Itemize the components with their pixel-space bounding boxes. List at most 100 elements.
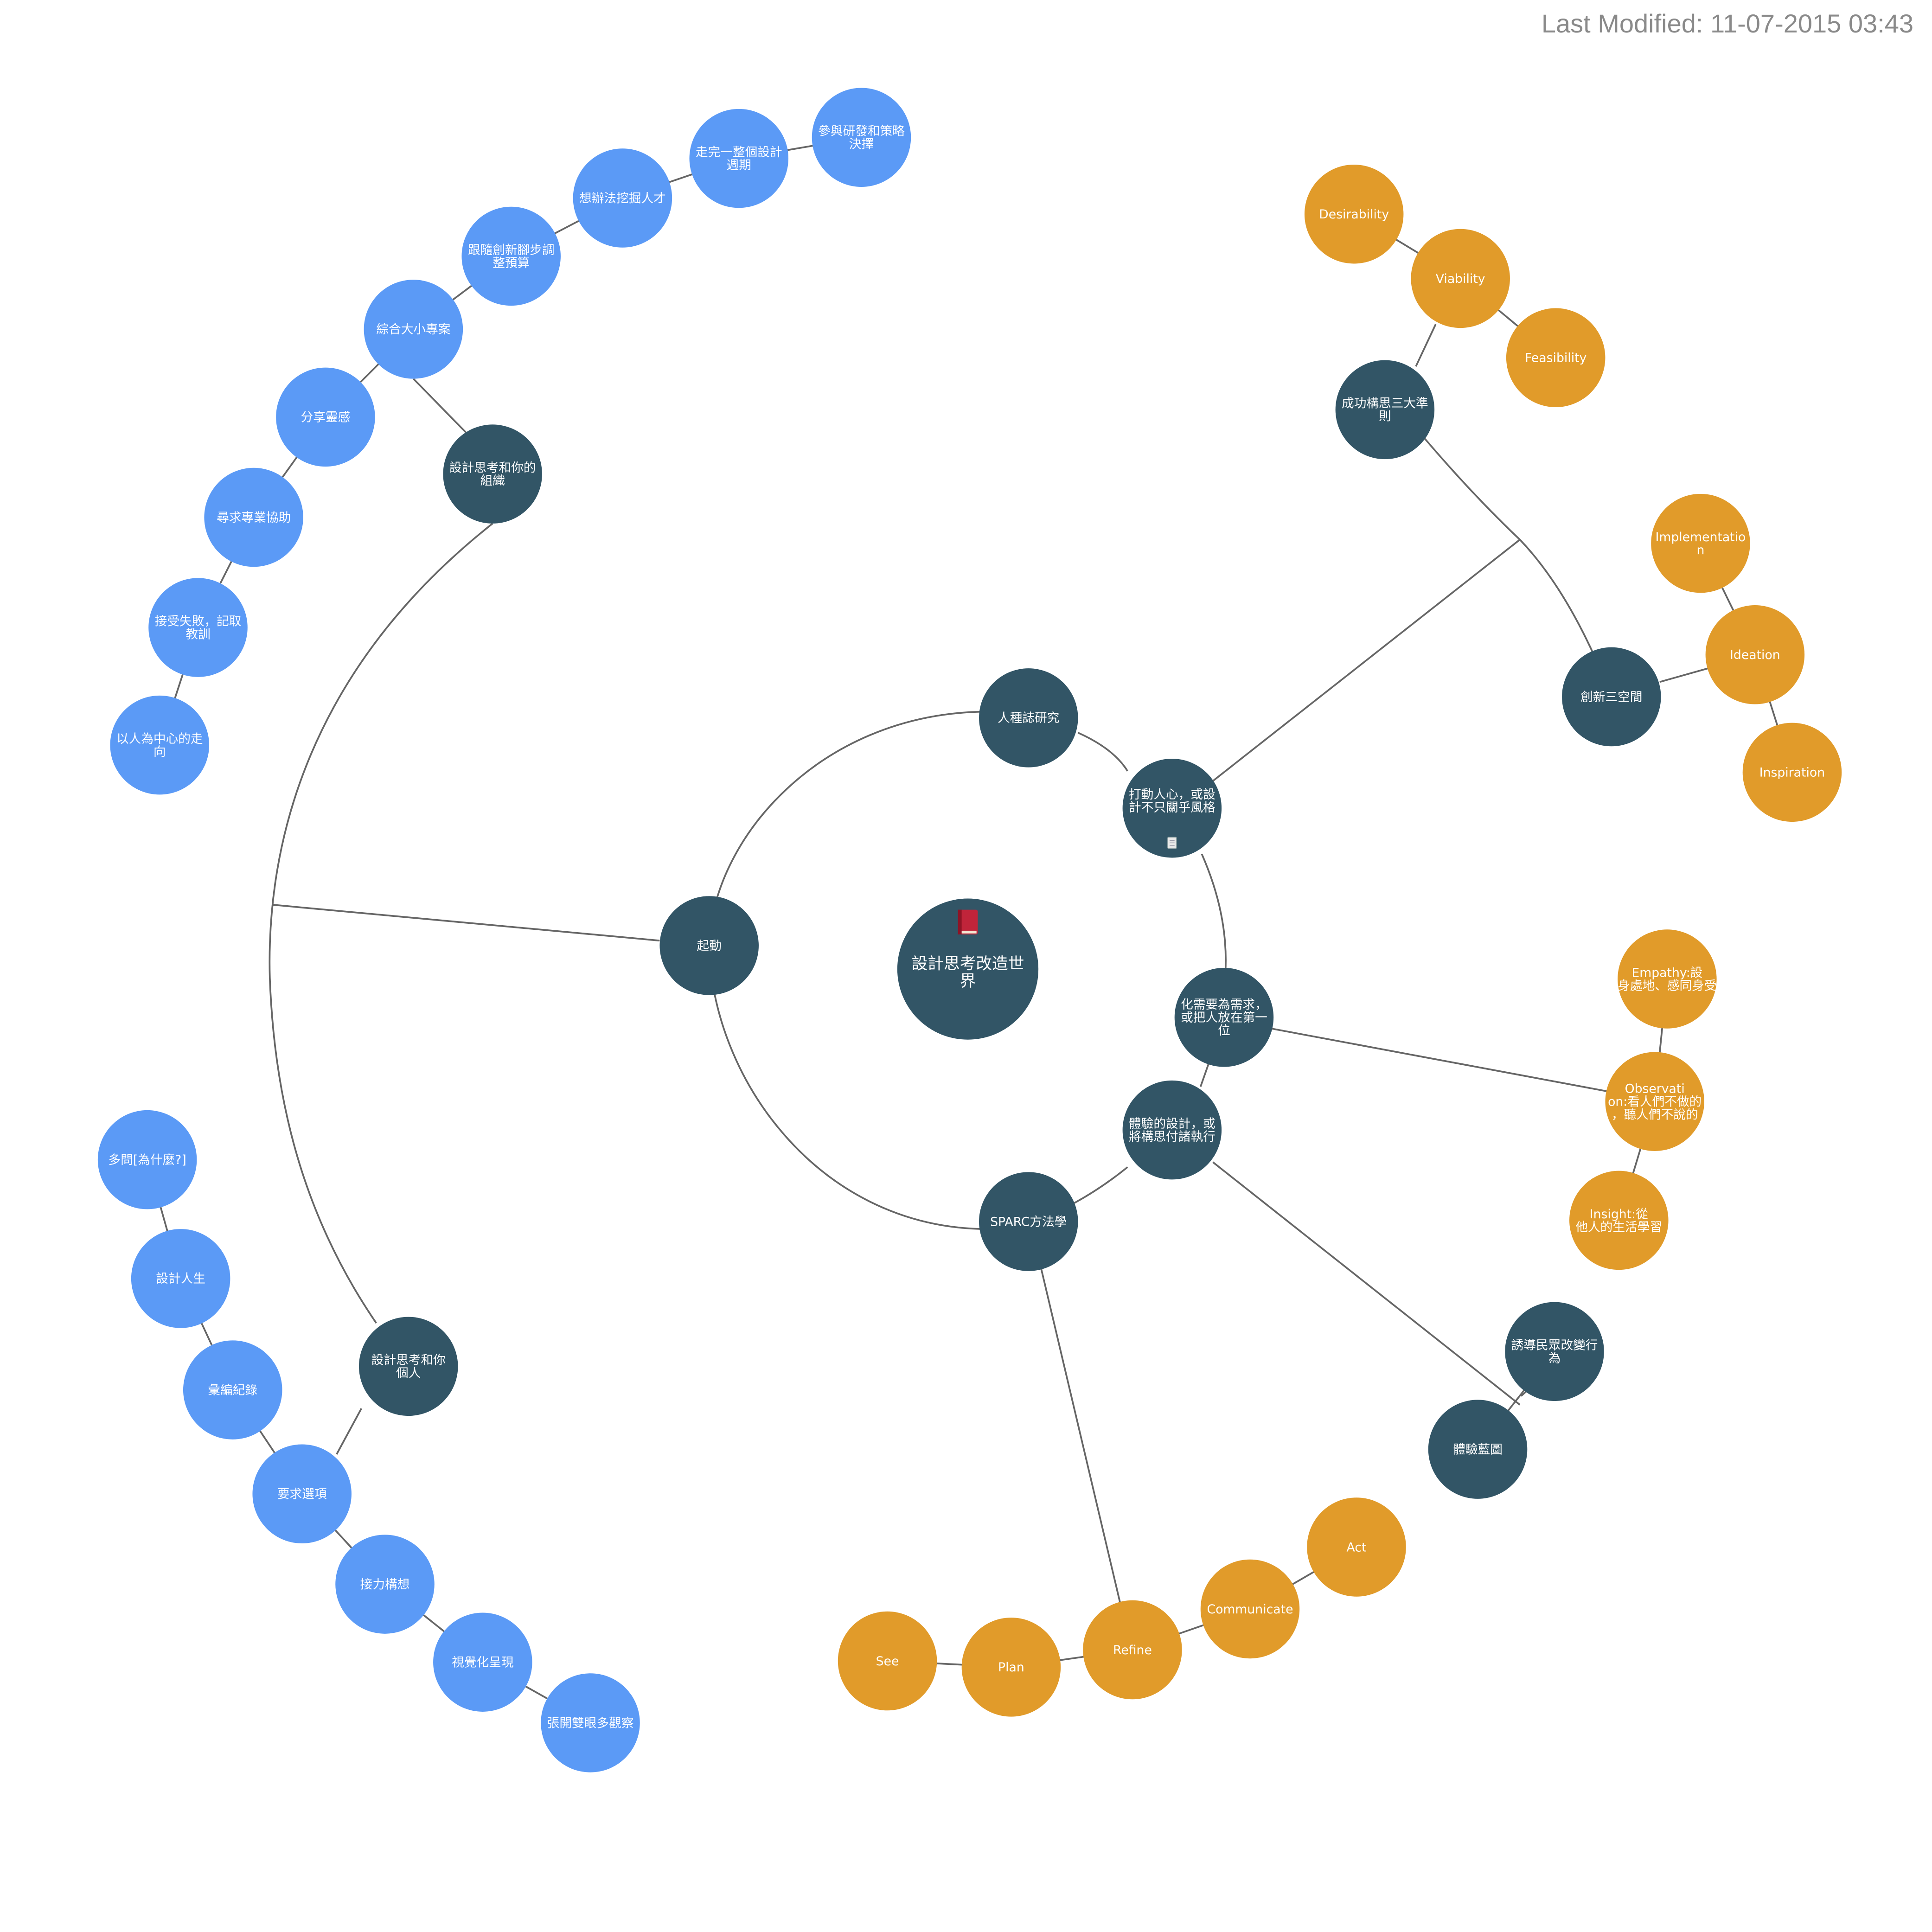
node-label: Communicate [1207, 1602, 1293, 1617]
mind-map-node-o2[interactable]: Viability [1411, 229, 1510, 328]
root-node[interactable]: 設計思考改造世界 [897, 898, 1039, 1040]
mind-map-node-b6[interactable]: 分享靈感 [276, 367, 375, 467]
mind-map-node-o12[interactable]: Refine [1083, 1600, 1182, 1700]
mind-map-node-b7[interactable]: 尋求專業協助 [204, 467, 303, 567]
node-label: 走完一整個設計週期 [696, 145, 782, 173]
node-circle [131, 1229, 230, 1328]
node-label: 設計思考和你的組織 [449, 461, 536, 488]
node-label: Viability [1436, 272, 1485, 286]
mind-map-node-b1[interactable]: 參與研發和策略決擇 [812, 88, 911, 187]
node-circle [276, 367, 375, 467]
mind-map-node-b8[interactable]: 接受失敗，記取教訓 [148, 578, 248, 677]
node-circle [573, 148, 672, 248]
node-label: 設計人生 [156, 1272, 205, 1286]
connector-line [1074, 1166, 1128, 1204]
mind-map-node-r2[interactable]: 打動人心，或設計不只關乎風格 [1122, 758, 1222, 858]
mind-map-node-o5[interactable]: Ideation [1705, 605, 1805, 704]
node-label: 多問[為什麼?] [108, 1153, 186, 1167]
mind-map-node-o1[interactable]: Desirability [1304, 164, 1404, 264]
node-circle [1411, 229, 1510, 328]
mind-map-node-r3[interactable]: 化需要為需求，或把人放在第一位 [1174, 968, 1274, 1067]
mind-map-node-d4[interactable]: 設計思考和你個人 [358, 1317, 458, 1416]
mind-map-node-b15[interactable]: 視覺化呈現 [433, 1612, 532, 1712]
node-circle [1562, 647, 1661, 747]
mind-map-node-o3[interactable]: Feasibility [1506, 308, 1606, 408]
node-circle [1122, 758, 1222, 858]
node-label: 化需要為需求，或把人放在第一位 [1181, 998, 1267, 1038]
connector-line [1201, 853, 1227, 974]
node-circle [461, 206, 561, 306]
node-label: Feasibility [1525, 351, 1587, 365]
node-circle [148, 578, 248, 677]
node-circle [1304, 164, 1404, 264]
node-circle [1605, 1052, 1704, 1151]
node-circle [1569, 1171, 1669, 1270]
mind-map-node-d3[interactable]: 設計思考和你的組織 [443, 424, 542, 524]
mind-map-node-r6[interactable]: 起動 [659, 896, 759, 995]
mind-map-node-o9[interactable]: Insight:從他人的生活學習 [1569, 1171, 1669, 1270]
node-circle [204, 467, 303, 567]
connector-line [1415, 324, 1437, 367]
mind-map-node-d1[interactable]: 成功構思三大準則 [1335, 360, 1435, 460]
mind-map-nodes: 人種誌研究打動人心，或設計不只關乎風格化需要為需求，或把人放在第一位體驗的設計，… [97, 88, 1842, 1772]
node-circle [358, 1317, 458, 1416]
mind-map-node-d6[interactable]: 體驗藍圖 [1428, 1400, 1528, 1499]
mind-map-node-b13[interactable]: 要求選項 [252, 1444, 352, 1543]
mind-map-node-r4[interactable]: 體驗的設計，或將構思付諸執行 [1122, 1080, 1222, 1180]
node-label: 設計思考和你個人 [371, 1353, 446, 1381]
node-label: 接受失敗，記取教訓 [155, 614, 242, 641]
node-circle [1307, 1497, 1406, 1597]
connector-line [413, 378, 469, 435]
mind-map-node-o11[interactable]: Communicate [1200, 1559, 1300, 1659]
mind-map-node-b10[interactable]: 多問[為什麼?] [97, 1110, 197, 1209]
mind-map-node-d2[interactable]: 創新三空間 [1562, 647, 1661, 747]
mind-map-node-b16[interactable]: 張開雙眼多觀察 [541, 1673, 640, 1772]
node-label: 人種誌研究 [998, 711, 1059, 725]
node-label: 體驗藍圖 [1453, 1443, 1503, 1457]
node-label: 打動人心，或設計不只關乎風格 [1129, 787, 1215, 815]
mind-map-node-b5[interactable]: 綜合大小專案 [364, 280, 463, 379]
book-icon [958, 909, 978, 934]
mind-map-node-o6[interactable]: Inspiration [1742, 723, 1842, 822]
node-label: 起動 [697, 939, 722, 953]
node-circle [689, 109, 789, 208]
node-label: 彙編紀錄 [208, 1383, 257, 1397]
mind-map-node-b11[interactable]: 設計人生 [131, 1229, 230, 1328]
node-label: 以人為中心的走向 [116, 732, 203, 759]
mind-map-node-o7[interactable]: Empathy:設身處地、感同身受 [1618, 929, 1717, 1029]
mind-map-node-o13[interactable]: Plan [961, 1618, 1061, 1717]
mind-map-node-b3[interactable]: 想辦法挖掘人才 [573, 148, 672, 248]
connector-line [272, 904, 660, 942]
mind-map-node-d5[interactable]: 誘導民眾改變行為 [1505, 1302, 1604, 1401]
mind-map-node-b9[interactable]: 以人為中心的走向 [110, 695, 210, 795]
connector-line [1212, 539, 1521, 782]
mind-map-node-o14[interactable]: See [838, 1611, 937, 1711]
node-circle [838, 1611, 937, 1711]
connector-line [1077, 732, 1128, 772]
node-circle [433, 1612, 532, 1712]
node-label: SPARC方法學 [990, 1215, 1067, 1229]
mind-map-node-b4[interactable]: 跟隨創新腳步調整預算 [461, 206, 561, 306]
mind-map-node-b12[interactable]: 彙編紀錄 [183, 1340, 282, 1439]
mind-map-node-b14[interactable]: 接力構想 [335, 1535, 435, 1634]
connector-line [1040, 1267, 1121, 1603]
connector-line [1422, 436, 1521, 540]
node-label: 想辦法挖掘人才 [579, 191, 666, 205]
mind-map-node-r1[interactable]: 人種誌研究 [979, 668, 1078, 768]
node-circle [1505, 1302, 1604, 1401]
node-circle [110, 695, 210, 795]
connector-line [708, 945, 982, 1230]
node-circle [1174, 968, 1274, 1067]
connector-line [1271, 1027, 1609, 1093]
mind-map-node-b2[interactable]: 走完一整個設計週期 [689, 109, 789, 208]
node-circle [1742, 723, 1842, 822]
mind-map-node-o10[interactable]: Act [1307, 1497, 1406, 1597]
mind-map-node-r5[interactable]: SPARC方法學 [979, 1172, 1078, 1271]
node-label: 要求選項 [277, 1487, 327, 1502]
root-circle [897, 898, 1039, 1040]
connector-line [1212, 1161, 1521, 1406]
